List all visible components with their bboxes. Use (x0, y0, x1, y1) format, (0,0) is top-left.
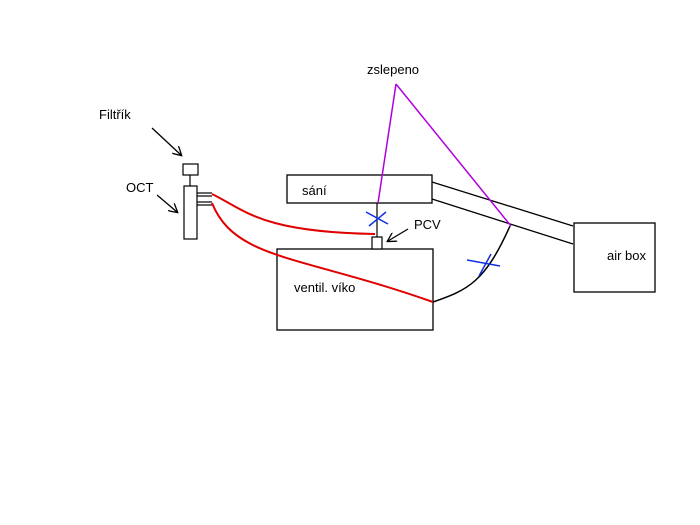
zslepeno-label: zslepeno (367, 62, 419, 77)
filtrik-arrow-icon (151, 127, 181, 155)
filter-oct-assembly (182, 163, 212, 240)
intake-duct-lower (431, 198, 574, 245)
blocked-cross-icon (466, 253, 501, 277)
air-box-label: air box (607, 248, 647, 263)
intake-label: sání (302, 183, 327, 198)
oct-label: OCT (126, 180, 154, 195)
pcv-arrow-icon (388, 228, 409, 241)
oct-arrow-icon (156, 194, 177, 212)
filter-box (182, 163, 199, 176)
pcv-valve (371, 236, 383, 250)
red-hose-lower (211, 202, 434, 303)
valve-cover-label: ventil. víko (294, 280, 355, 295)
air-box (573, 222, 656, 293)
oct-body (183, 185, 198, 240)
filtrik-label: Filtřík (99, 107, 131, 122)
intake-box (286, 174, 433, 204)
pcv-label: PCV (414, 217, 441, 232)
intake-duct-upper (431, 181, 574, 227)
blocked-cross-icon (365, 211, 389, 227)
zslepeno-line-left (377, 83, 397, 204)
zslepeno-line-right (395, 83, 512, 227)
black-hose (432, 225, 511, 303)
red-hose-upper (211, 193, 376, 235)
